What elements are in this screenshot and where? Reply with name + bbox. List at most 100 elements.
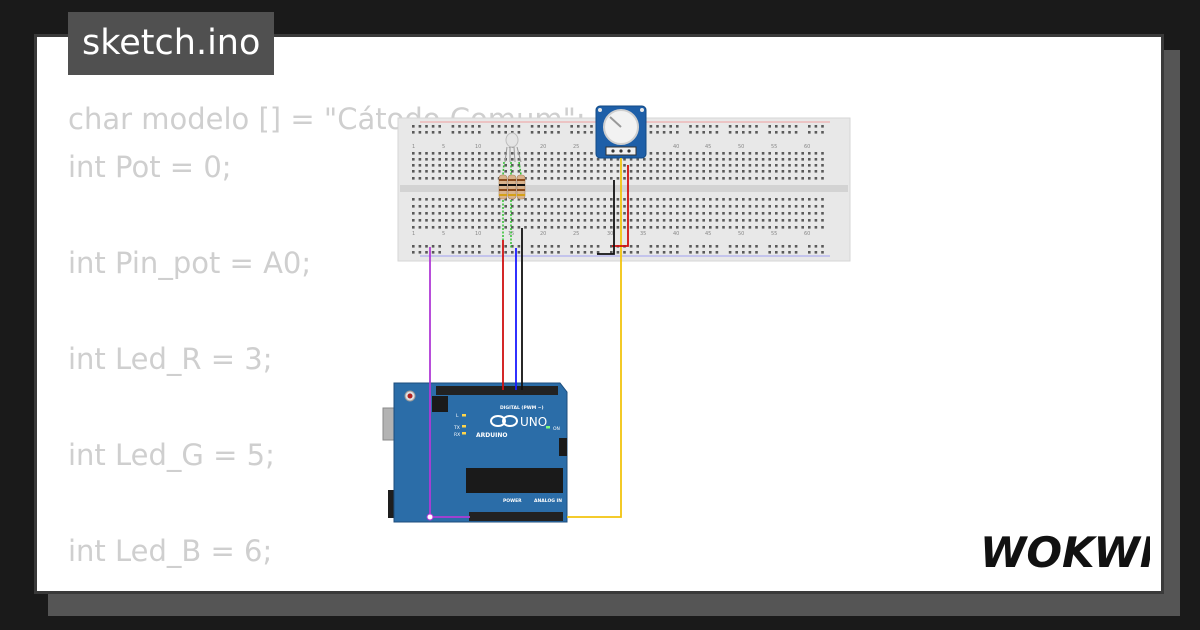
resistor[interactable] [516, 174, 526, 200]
breadboard-hole [722, 177, 725, 180]
breadboard-hole [438, 212, 441, 215]
breadboard-hole [458, 251, 461, 254]
breadboard-hole [715, 177, 719, 180]
rgb-led[interactable] [504, 132, 522, 163]
breadboard-hole [676, 177, 679, 180]
breadboard-hole [412, 212, 415, 215]
breadboard-hole [524, 170, 527, 173]
breadboard-hole [722, 158, 725, 161]
potentiometer[interactable] [595, 105, 647, 159]
breadboard-hole [563, 226, 567, 229]
breadboard-hole [570, 198, 573, 201]
breadboard-hole [418, 152, 422, 155]
breadboard-hole [478, 245, 481, 248]
resistor-band [508, 179, 516, 181]
breadboard-hole [629, 177, 633, 180]
breadboard-hole [755, 170, 758, 173]
breadboard-hole [709, 245, 712, 248]
led-leg [504, 146, 508, 163]
breadboard-hole [735, 158, 738, 161]
breadboard-hole [530, 226, 534, 229]
breadboard-hole [775, 251, 778, 254]
breadboard-hole [768, 212, 771, 215]
wire-black-ground[interactable] [597, 180, 615, 255]
wires [426, 158, 629, 521]
code-line: int Led_G = 5; [68, 438, 275, 472]
breadboard-hole [590, 177, 593, 180]
breadboard-hole [808, 245, 811, 248]
breadboard-hole [557, 251, 560, 254]
breadboard-hole [425, 245, 428, 248]
breadboard-hole [412, 245, 415, 248]
breadboard-hole [775, 152, 778, 155]
breadboard-hole [623, 170, 626, 173]
column-number: 10 [475, 231, 481, 237]
column-number: 10 [475, 144, 481, 150]
breadboard-hole [464, 251, 468, 254]
breadboard-hole [464, 212, 468, 215]
breadboard-hole [676, 131, 679, 134]
breadboard-hole [715, 125, 719, 128]
breadboard-hole [649, 251, 653, 254]
resistor[interactable] [498, 174, 508, 200]
breadboard-hole [464, 158, 468, 161]
breadboard-hole [781, 226, 785, 229]
breadboard-hole [695, 219, 699, 222]
wire-yellow-analog[interactable] [567, 158, 622, 518]
breadboard-hole [735, 251, 738, 254]
breadboard-hole [695, 251, 699, 254]
breadboard-hole [530, 212, 534, 215]
breadboard-hole [616, 219, 620, 222]
breadboard-hole [821, 131, 824, 134]
breadboard-hole [451, 205, 455, 208]
breadboard: 1 5 10 15 20 25 30 35 40 45 50 55 60 1 5… [397, 117, 851, 262]
breadboard-hole [676, 125, 679, 128]
breadboard-hole [557, 170, 560, 173]
breadboard-hole [596, 251, 600, 254]
breadboard-hole [662, 226, 666, 229]
breadboard-hole [755, 245, 758, 248]
breadboard-hole [511, 226, 514, 229]
resistor[interactable] [507, 174, 517, 200]
breadboard-hole [458, 164, 461, 167]
breadboard-hole [748, 164, 752, 167]
breadboard-hole [590, 164, 593, 167]
breadboard-hole [781, 170, 785, 173]
breadboard-hole [458, 219, 461, 222]
breadboard-hole [682, 205, 686, 208]
breadboard-hole [418, 164, 422, 167]
breadboard-hole [788, 131, 791, 134]
arduino-uno[interactable]: UNO ARDUINO DIGITAL (PWM ~) POWER ANALOG… [382, 382, 568, 523]
breadboard-hole [603, 170, 606, 173]
breadboard-hole [451, 170, 455, 173]
breadboard-hole [590, 212, 593, 215]
breadboard-hole [418, 125, 422, 128]
breadboard-hole [484, 198, 488, 201]
breadboard-hole [801, 198, 804, 201]
breadboard-hole [669, 158, 672, 161]
breadboard-hole [596, 177, 600, 180]
breadboard-hole [577, 164, 580, 167]
resistor-band [499, 189, 507, 191]
breadboard-hole [755, 131, 758, 134]
breadboard-hole [570, 152, 573, 155]
breadboard-hole [656, 226, 659, 229]
breadboard-hole [497, 212, 501, 215]
breadboard-hole [755, 212, 758, 215]
breadboard-hole [656, 219, 659, 222]
breadboard-hole [557, 158, 560, 161]
breadboard-hole [788, 177, 791, 180]
breadboard-hole [610, 177, 613, 180]
breadboard-hole [689, 198, 692, 201]
breadboard-hole [676, 198, 679, 201]
wire-red-power[interactable] [612, 165, 629, 247]
breadboard-hole [563, 205, 567, 208]
breadboard-hole [418, 198, 422, 201]
breadboard-hole [689, 170, 692, 173]
breadboard-hole [643, 158, 646, 161]
breadboard-hole [629, 245, 633, 248]
breadboard-hole [695, 198, 699, 201]
breadboard-hole [629, 226, 633, 229]
column-number: 45 [705, 231, 711, 237]
breadboard-hole [656, 177, 659, 180]
